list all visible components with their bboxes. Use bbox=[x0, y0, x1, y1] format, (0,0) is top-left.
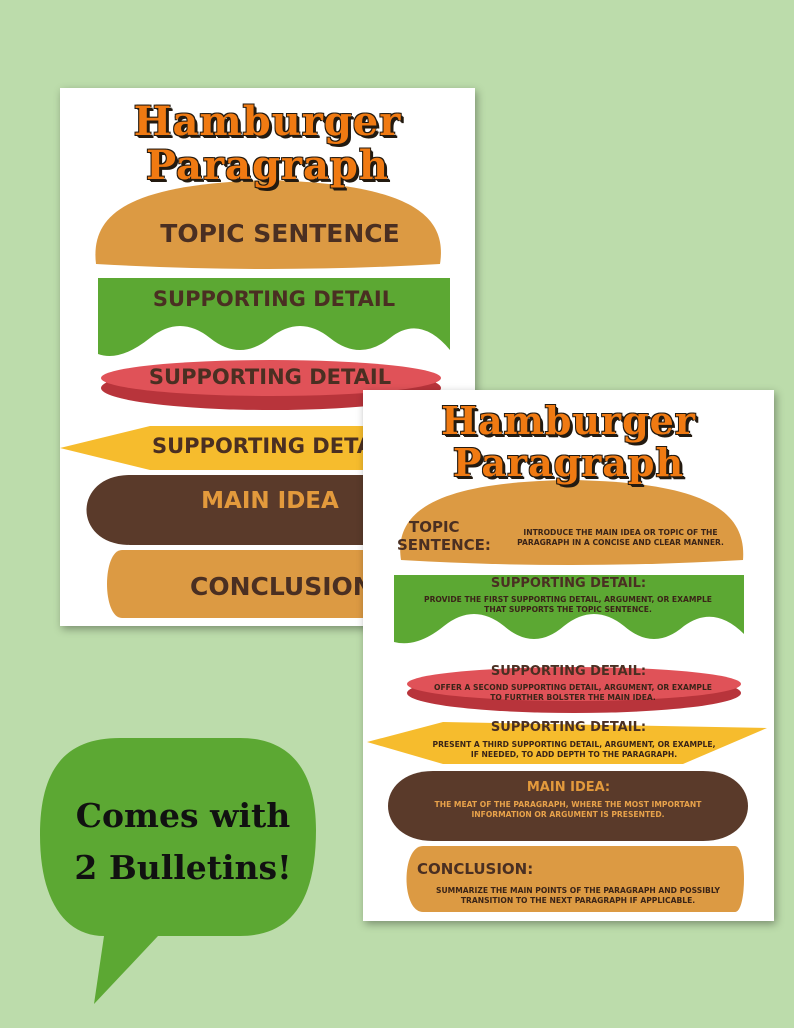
main-idea-heading: MAIN IDEA: bbox=[526, 780, 611, 795]
topic-label-line1: TOPIC bbox=[409, 518, 460, 536]
tomato-shape bbox=[101, 360, 441, 396]
top-bun-shape bbox=[95, 180, 441, 269]
poster-title-line1: Hamburger bbox=[441, 398, 696, 443]
topic-label-line2: SENTENCE: bbox=[397, 536, 491, 554]
bottom-bun-shape bbox=[107, 550, 420, 618]
topic-sentence-text: Introduce the main idea or topic of the … bbox=[517, 528, 724, 547]
conclusion-heading: CONCLUSION: bbox=[417, 860, 534, 878]
conclusion-text: Summarize the main points of the paragra… bbox=[436, 886, 720, 905]
speech-bubble-shape bbox=[40, 738, 316, 1004]
supporting-detail-3-text: Present a third supporting detail, argum… bbox=[432, 740, 716, 759]
poster-simple: Hamburger Paragraph TOPIC SENTENCE SUPPO… bbox=[60, 88, 475, 626]
patty-shape bbox=[388, 771, 748, 841]
poster-title-line2: Paragraph bbox=[452, 440, 685, 485]
topic-sentence-label: TOPIC SENTENCE bbox=[160, 219, 400, 248]
supporting-detail-2-text: Offer a second supporting detail, argume… bbox=[434, 683, 712, 702]
poster-title-line2: Paragraph bbox=[146, 142, 389, 189]
supporting-detail-2-heading: SUPPORTING DETAIL: bbox=[490, 664, 647, 679]
supporting-detail-1-text: Provide the first supporting detail, arg… bbox=[424, 595, 712, 614]
topic-sentence-label: TOPIC SENTENCE: bbox=[397, 518, 507, 554]
supporting-detail-1-label: SUPPORTING DETAIL bbox=[152, 287, 396, 311]
cheese-shape bbox=[367, 722, 767, 764]
top-bun-shape bbox=[400, 480, 744, 565]
speech-bubble-text: Comes with 2 Bulletins! bbox=[48, 790, 318, 894]
poster-title-line1: Hamburger bbox=[133, 98, 402, 145]
bubble-line2: 2 Bulletins! bbox=[74, 848, 292, 887]
bubble-line1: Comes with bbox=[75, 796, 291, 835]
poster-detailed: Hamburger Paragraph TOPIC SENTENCE: Intr… bbox=[363, 390, 774, 921]
conclusion-label: CONCLUSION bbox=[190, 572, 374, 601]
supporting-detail-2-label: SUPPORTING DETAIL bbox=[148, 365, 392, 389]
poster-simple-shapes bbox=[60, 180, 450, 618]
main-idea-text: The meat of the paragraph, where the mos… bbox=[434, 800, 702, 819]
main-idea-label: MAIN IDEA bbox=[201, 488, 339, 514]
poster-detailed-shapes bbox=[367, 480, 767, 912]
supporting-detail-1-heading: SUPPORTING DETAIL: bbox=[490, 576, 647, 591]
patty-shape bbox=[86, 475, 420, 545]
cheese-shape bbox=[60, 426, 420, 470]
bottom-bun-shape bbox=[406, 846, 744, 912]
tomato-shape bbox=[407, 667, 741, 701]
lettuce-shape bbox=[98, 278, 450, 356]
lettuce-shape bbox=[394, 575, 744, 644]
supporting-detail-3-heading: SUPPORTING DETAIL: bbox=[490, 720, 647, 735]
supporting-detail-3-label: SUPPORTING DETAIL bbox=[152, 434, 395, 458]
